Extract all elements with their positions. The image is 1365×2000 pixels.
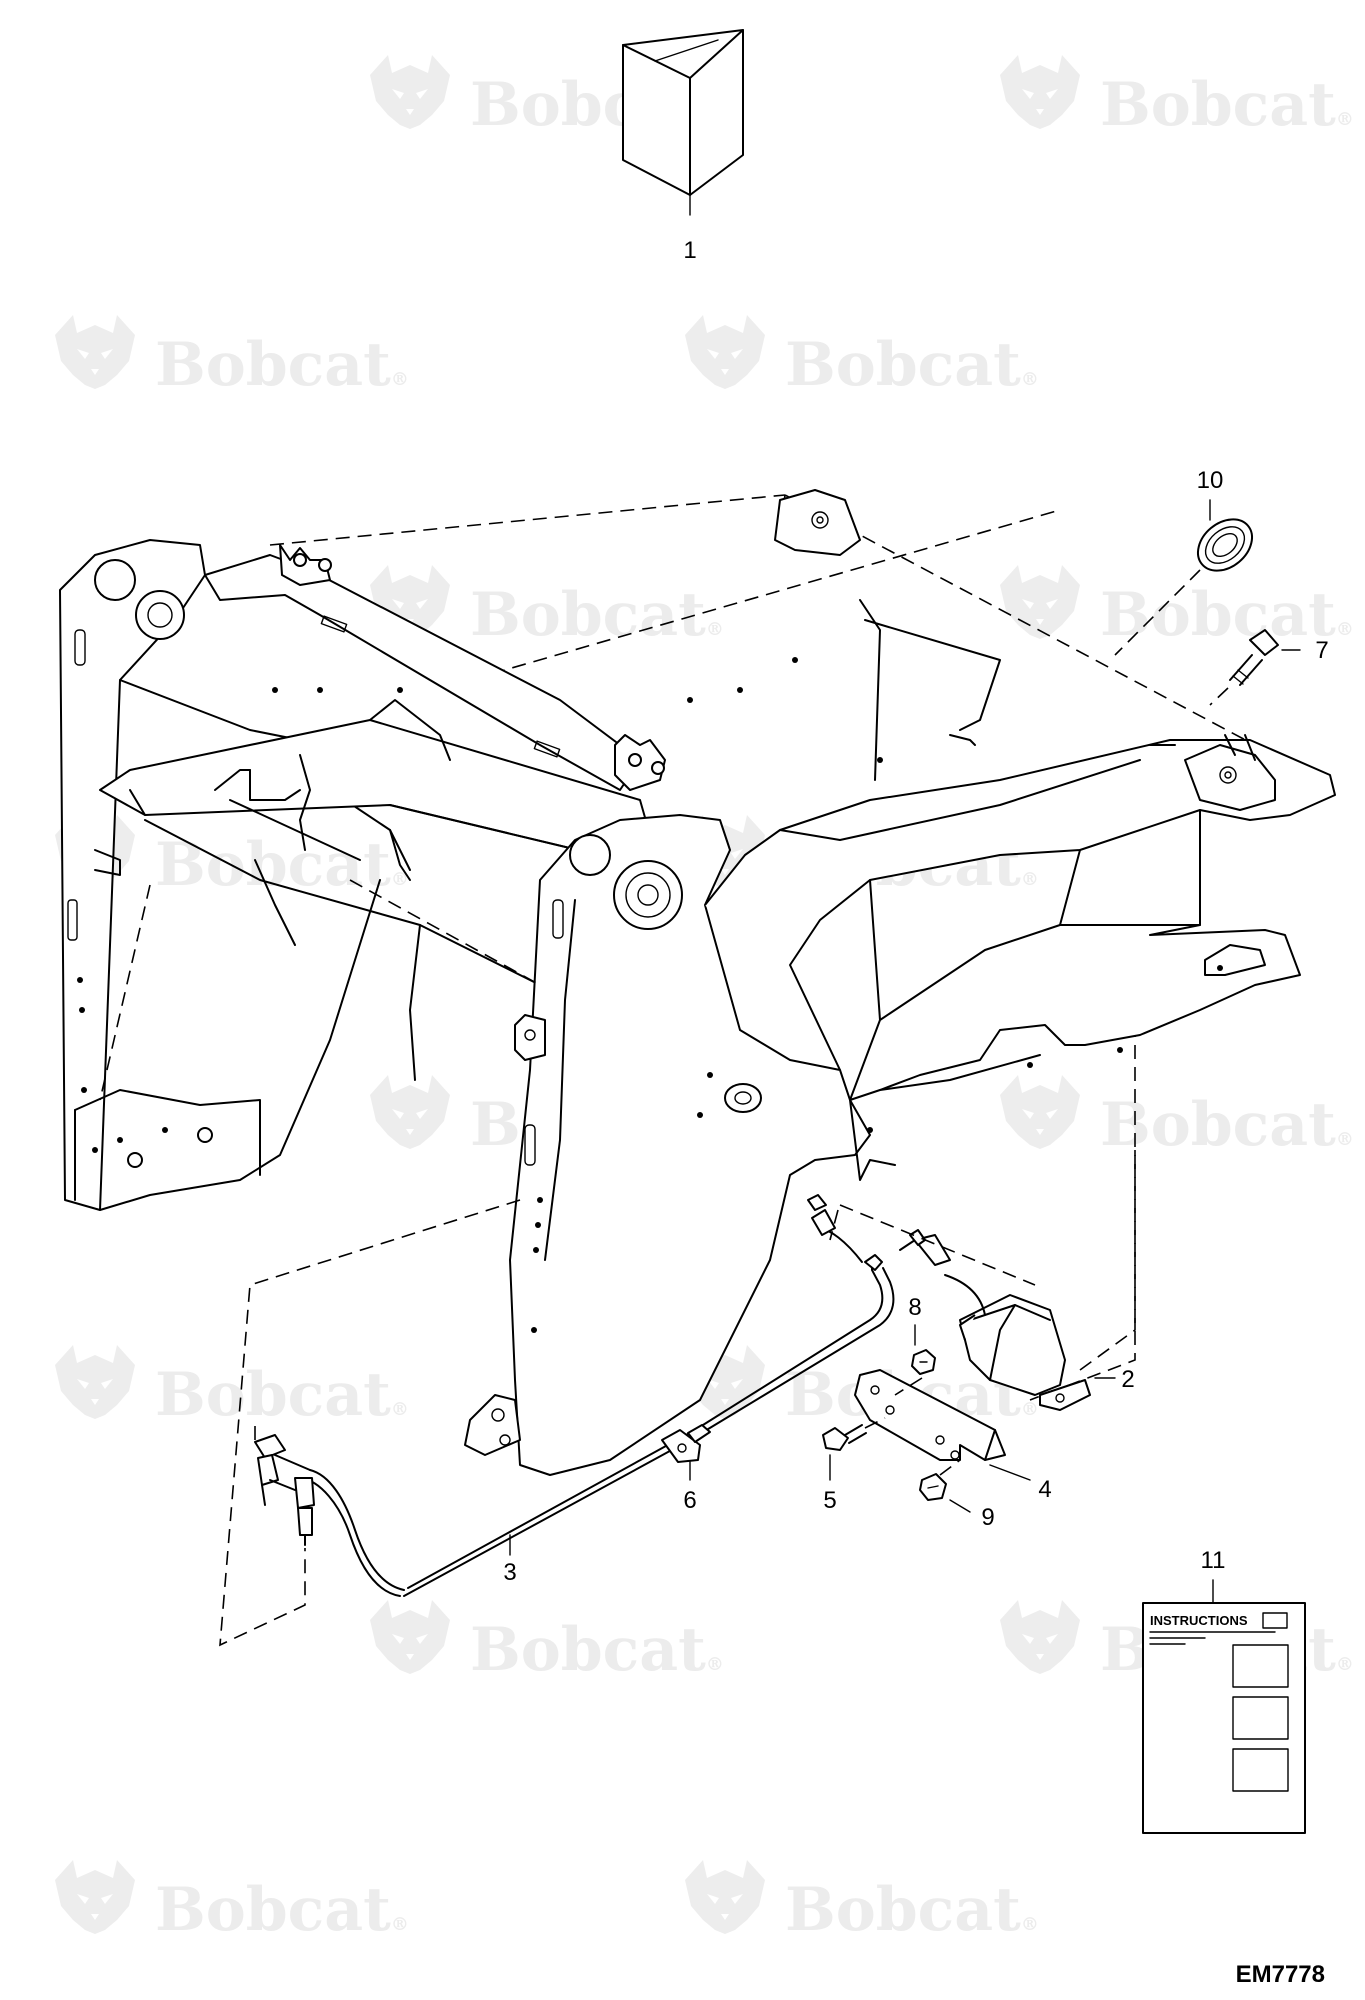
callout-10: 10 [1197,467,1224,494]
watermark: Bobcat® [1000,1075,1354,1160]
assembly-path [219,1199,521,1647]
svg-text:Bobcat®: Bobcat® [785,1875,1039,1945]
flange-nut[interactable] [911,1349,936,1375]
watermark: Bobcat® [370,565,724,650]
svg-text:Bobcat®: Bobcat® [785,330,1039,400]
assembly-path [1079,1150,1136,1371]
leader-line [989,1464,1031,1481]
assembly-path [839,1204,1036,1286]
watermark: Bobcat® [370,1600,724,1685]
grommet[interactable] [1188,509,1262,581]
backup-alarm-module[interactable] [899,1229,1091,1411]
callout-8: 8 [908,1294,921,1321]
watermark: Bobcat® [55,1345,409,1430]
wire-harness[interactable] [254,1194,895,1597]
lock-nut[interactable] [919,1473,947,1501]
svg-text:Bobcat®: Bobcat® [155,1875,409,1945]
assembly-path [829,1209,839,1241]
callout-6: 6 [683,1487,696,1514]
kit-box[interactable] [622,29,744,196]
callout-1: 1 [683,237,696,264]
callout-5: 5 [823,1487,836,1514]
bolt[interactable] [1229,629,1279,686]
watermark: Bobcat® [685,315,1039,400]
svg-text:Bobcat®: Bobcat® [470,580,724,650]
watermark: Bobcat® [55,1860,409,1945]
watermark: Bobcat® [55,815,409,900]
instructions-title: INSTRUCTIONS [1150,1613,1248,1628]
watermark: Bobcat® [1000,565,1354,650]
svg-text:Bobcat®: Bobcat® [1100,70,1354,140]
assembly-path [1209,687,1229,706]
svg-text:Bobcat®: Bobcat® [1100,1090,1354,1160]
callout-2: 2 [1121,1366,1134,1393]
watermark: Bobcat® [685,1860,1039,1945]
assembly-path [939,1459,961,1476]
instructions-sheet[interactable]: INSTRUCTIONS [1142,1602,1306,1834]
svg-text:Bobcat®: Bobcat® [155,830,409,900]
mounting-bracket[interactable] [854,1369,1006,1461]
svg-text:Bobcat®: Bobcat® [470,1615,724,1685]
assembly-path [864,1417,886,1429]
callout-4: 4 [1038,1476,1051,1503]
watermark: Bobcat® [1000,55,1354,140]
assembly-path [894,1377,923,1396]
watermark: Bobcat® [55,315,409,400]
callout-3: 3 [503,1559,516,1586]
leader-line [949,1499,971,1513]
callout-11: 11 [1201,1547,1226,1574]
loader-frame [59,489,1336,1476]
drawing-code: EM7778 [1236,1961,1325,1988]
screw[interactable] [822,1424,867,1451]
assembly-path [1114,569,1201,656]
callout-7: 7 [1315,637,1328,664]
svg-text:Bobcat®: Bobcat® [155,1360,409,1430]
svg-text:Bobcat®: Bobcat® [1100,580,1354,650]
svg-text:Bobcat®: Bobcat® [155,330,409,400]
callout-9: 9 [981,1504,994,1531]
